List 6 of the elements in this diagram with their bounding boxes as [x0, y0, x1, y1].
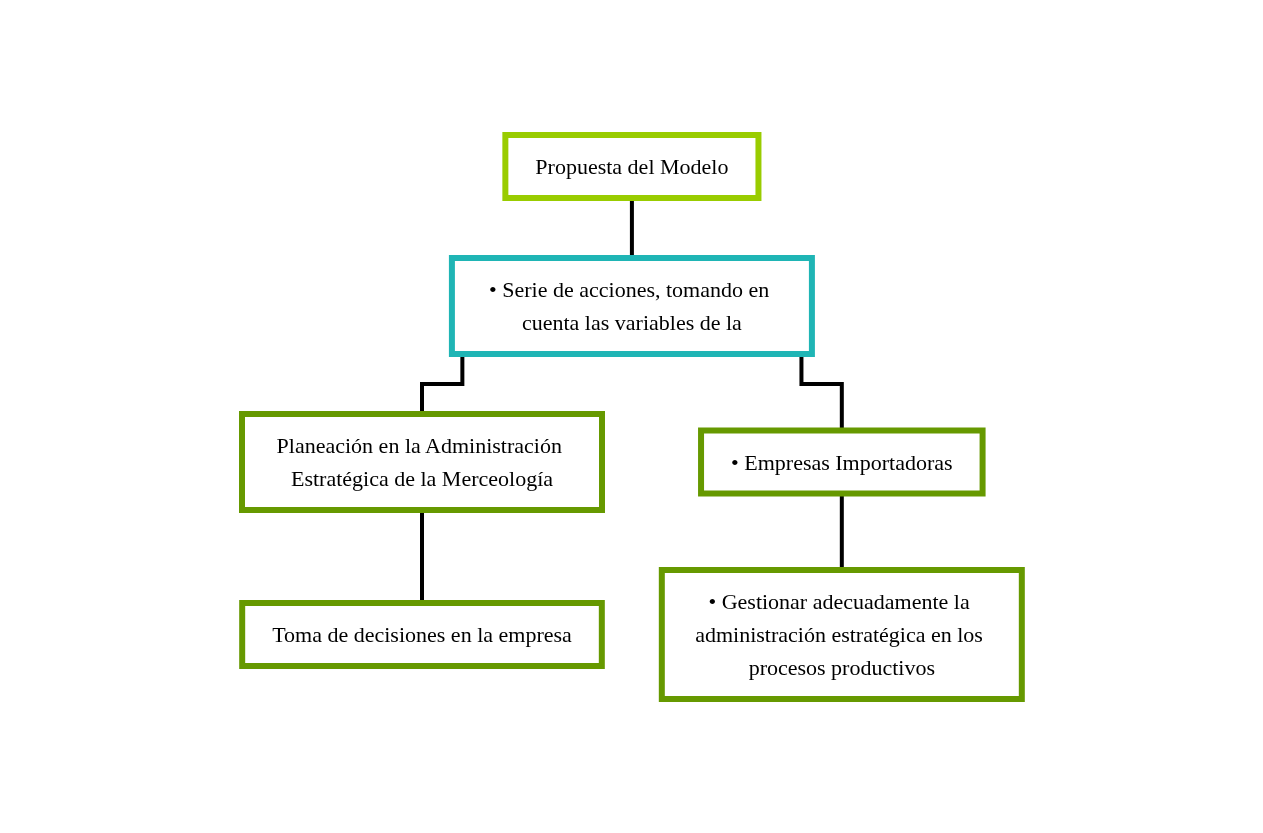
node-box: • Empresas Importadoras [697, 427, 986, 496]
node-box: Toma de decisiones en la empresa [238, 599, 605, 669]
node-box: • Serie de acciones, tomando en cuenta las variables de la [448, 254, 815, 357]
node-box: Propuesta del Modelo [501, 131, 762, 201]
node-box: • Gestionar adecuadamente la administración estratégica en los procesos productivos [658, 566, 1025, 702]
node-box: Planeación en la Administración Estratégica de la Merceología [238, 410, 605, 513]
